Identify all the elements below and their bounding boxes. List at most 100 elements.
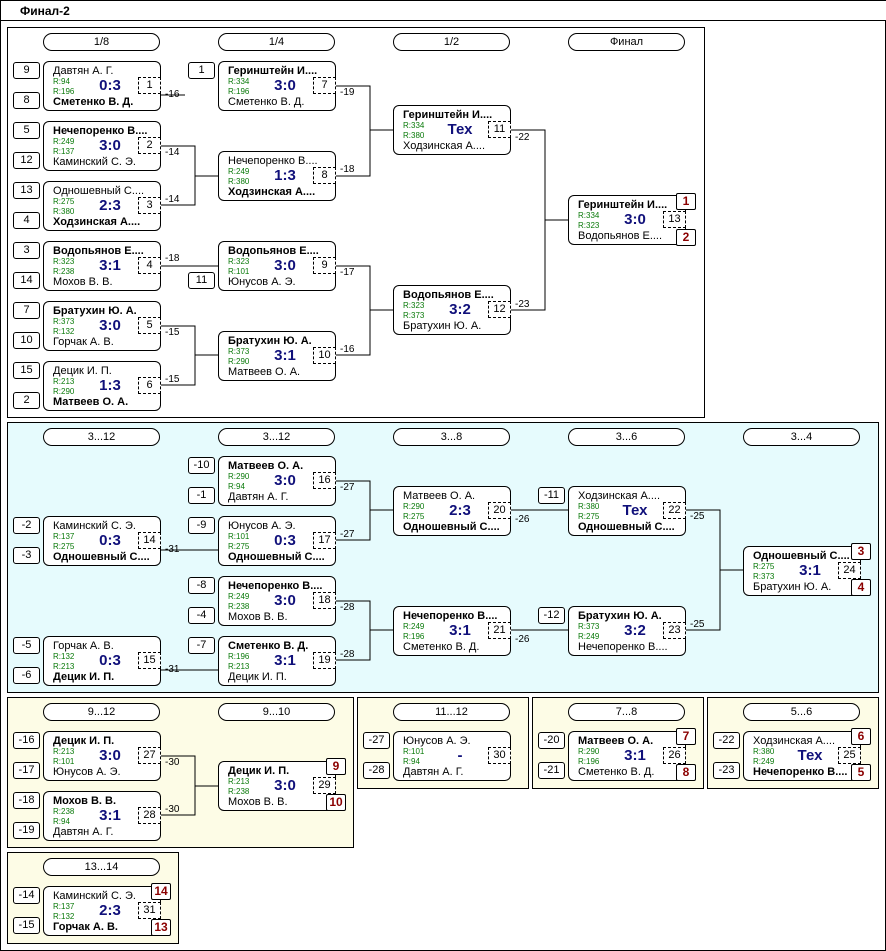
match-number: 12 — [488, 301, 511, 318]
match-number: 22 — [663, 502, 686, 519]
player-rating: R:196 — [403, 632, 425, 641]
player-name-winner: Ходзинская А.... — [228, 186, 316, 198]
player-rating: R:275 — [53, 542, 75, 551]
match-score: 3:0 — [274, 592, 296, 609]
loser-destination-label: -26 — [515, 514, 530, 525]
player-name-winner: Одношевный С.... — [53, 551, 150, 563]
loser-destination-label: -14 — [165, 194, 180, 205]
seed-box: 14 — [13, 272, 40, 289]
player-rating: R:213 — [53, 662, 75, 671]
player-rating: R:290 — [403, 502, 425, 511]
player-name: Горчак А. В. — [53, 336, 114, 348]
player-rating: R:323 — [228, 257, 250, 266]
player-name-winner: Матвеев О. А. — [228, 460, 304, 472]
player-name-winner: Децик И. П. — [53, 671, 115, 683]
place-badge: 13 — [151, 919, 171, 936]
player-name: Мохов В. В. — [53, 276, 113, 288]
match-number: 9 — [313, 257, 336, 274]
round-label-1-4: 1/4 — [218, 33, 335, 51]
player-name-winner: Сметенко В. Д. — [228, 640, 309, 652]
match-number: 27 — [138, 747, 161, 764]
place-badge: 10 — [326, 794, 346, 811]
match-number: 30 — [488, 747, 511, 764]
loser-destination-label: -15 — [165, 374, 180, 385]
player-rating: R:213 — [228, 777, 250, 786]
loser-destination-label: -26 — [515, 634, 530, 645]
loser-destination-label: -25 — [690, 511, 705, 522]
loser-destination-label: -19 — [340, 87, 355, 98]
player-rating: R:101 — [53, 757, 75, 766]
player-name-winner: Братухин Ю. А. — [53, 305, 137, 317]
match-score: 3:0 — [274, 777, 296, 794]
player-rating: R:334 — [403, 121, 425, 130]
player-name: Нечепоренко В.... — [578, 641, 668, 653]
match-number: 31 — [138, 902, 161, 919]
match-number: 2 — [138, 137, 161, 154]
match-score: 3:1 — [274, 652, 296, 669]
match-number: 26 — [663, 747, 686, 764]
match-score: 3:1 — [799, 562, 821, 579]
player-rating: R:238 — [228, 787, 250, 796]
place-badge: 14 — [151, 883, 171, 900]
player-name: Матвеев О. А. — [403, 490, 476, 502]
player-rating: R:373 — [228, 347, 250, 356]
player-name: Матвеев О. А. — [228, 366, 301, 378]
loser-destination-label: -22 — [515, 132, 530, 143]
player-rating: R:249 — [228, 592, 250, 601]
player-name-winner: Братухин Ю. А. — [578, 610, 662, 622]
player-name-winner: Геринштейн И.... — [578, 199, 668, 211]
player-name-winner: Одношевный С.... — [228, 551, 325, 563]
player-rating: R:132 — [53, 652, 75, 661]
place-badge: 9 — [326, 758, 346, 775]
round-label-13-14: 13...14 — [43, 858, 160, 876]
seed-box: -23 — [713, 762, 740, 779]
match-number: 8 — [313, 167, 336, 184]
player-name: Давтян А. Г. — [53, 65, 114, 77]
player-name: Децик И. П. — [228, 671, 287, 683]
player-name: Юнусов А. Э. — [403, 735, 471, 747]
round-label-9-12: 9...12 — [43, 703, 160, 721]
seed-box: -12 — [538, 607, 565, 624]
seed-box: 11 — [188, 272, 215, 289]
loser-destination-label: -15 — [165, 327, 180, 338]
seed-box: 3 — [13, 242, 40, 259]
player-rating: R:373 — [753, 572, 775, 581]
title-bar: Финал-2 — [1, 1, 886, 21]
place-badge: 5 — [851, 764, 871, 781]
player-name-winner: Ходзинская А.... — [53, 216, 141, 228]
match-number: 29 — [313, 777, 336, 794]
player-rating: R:334 — [228, 77, 250, 86]
loser-destination-label: -18 — [340, 164, 355, 175]
